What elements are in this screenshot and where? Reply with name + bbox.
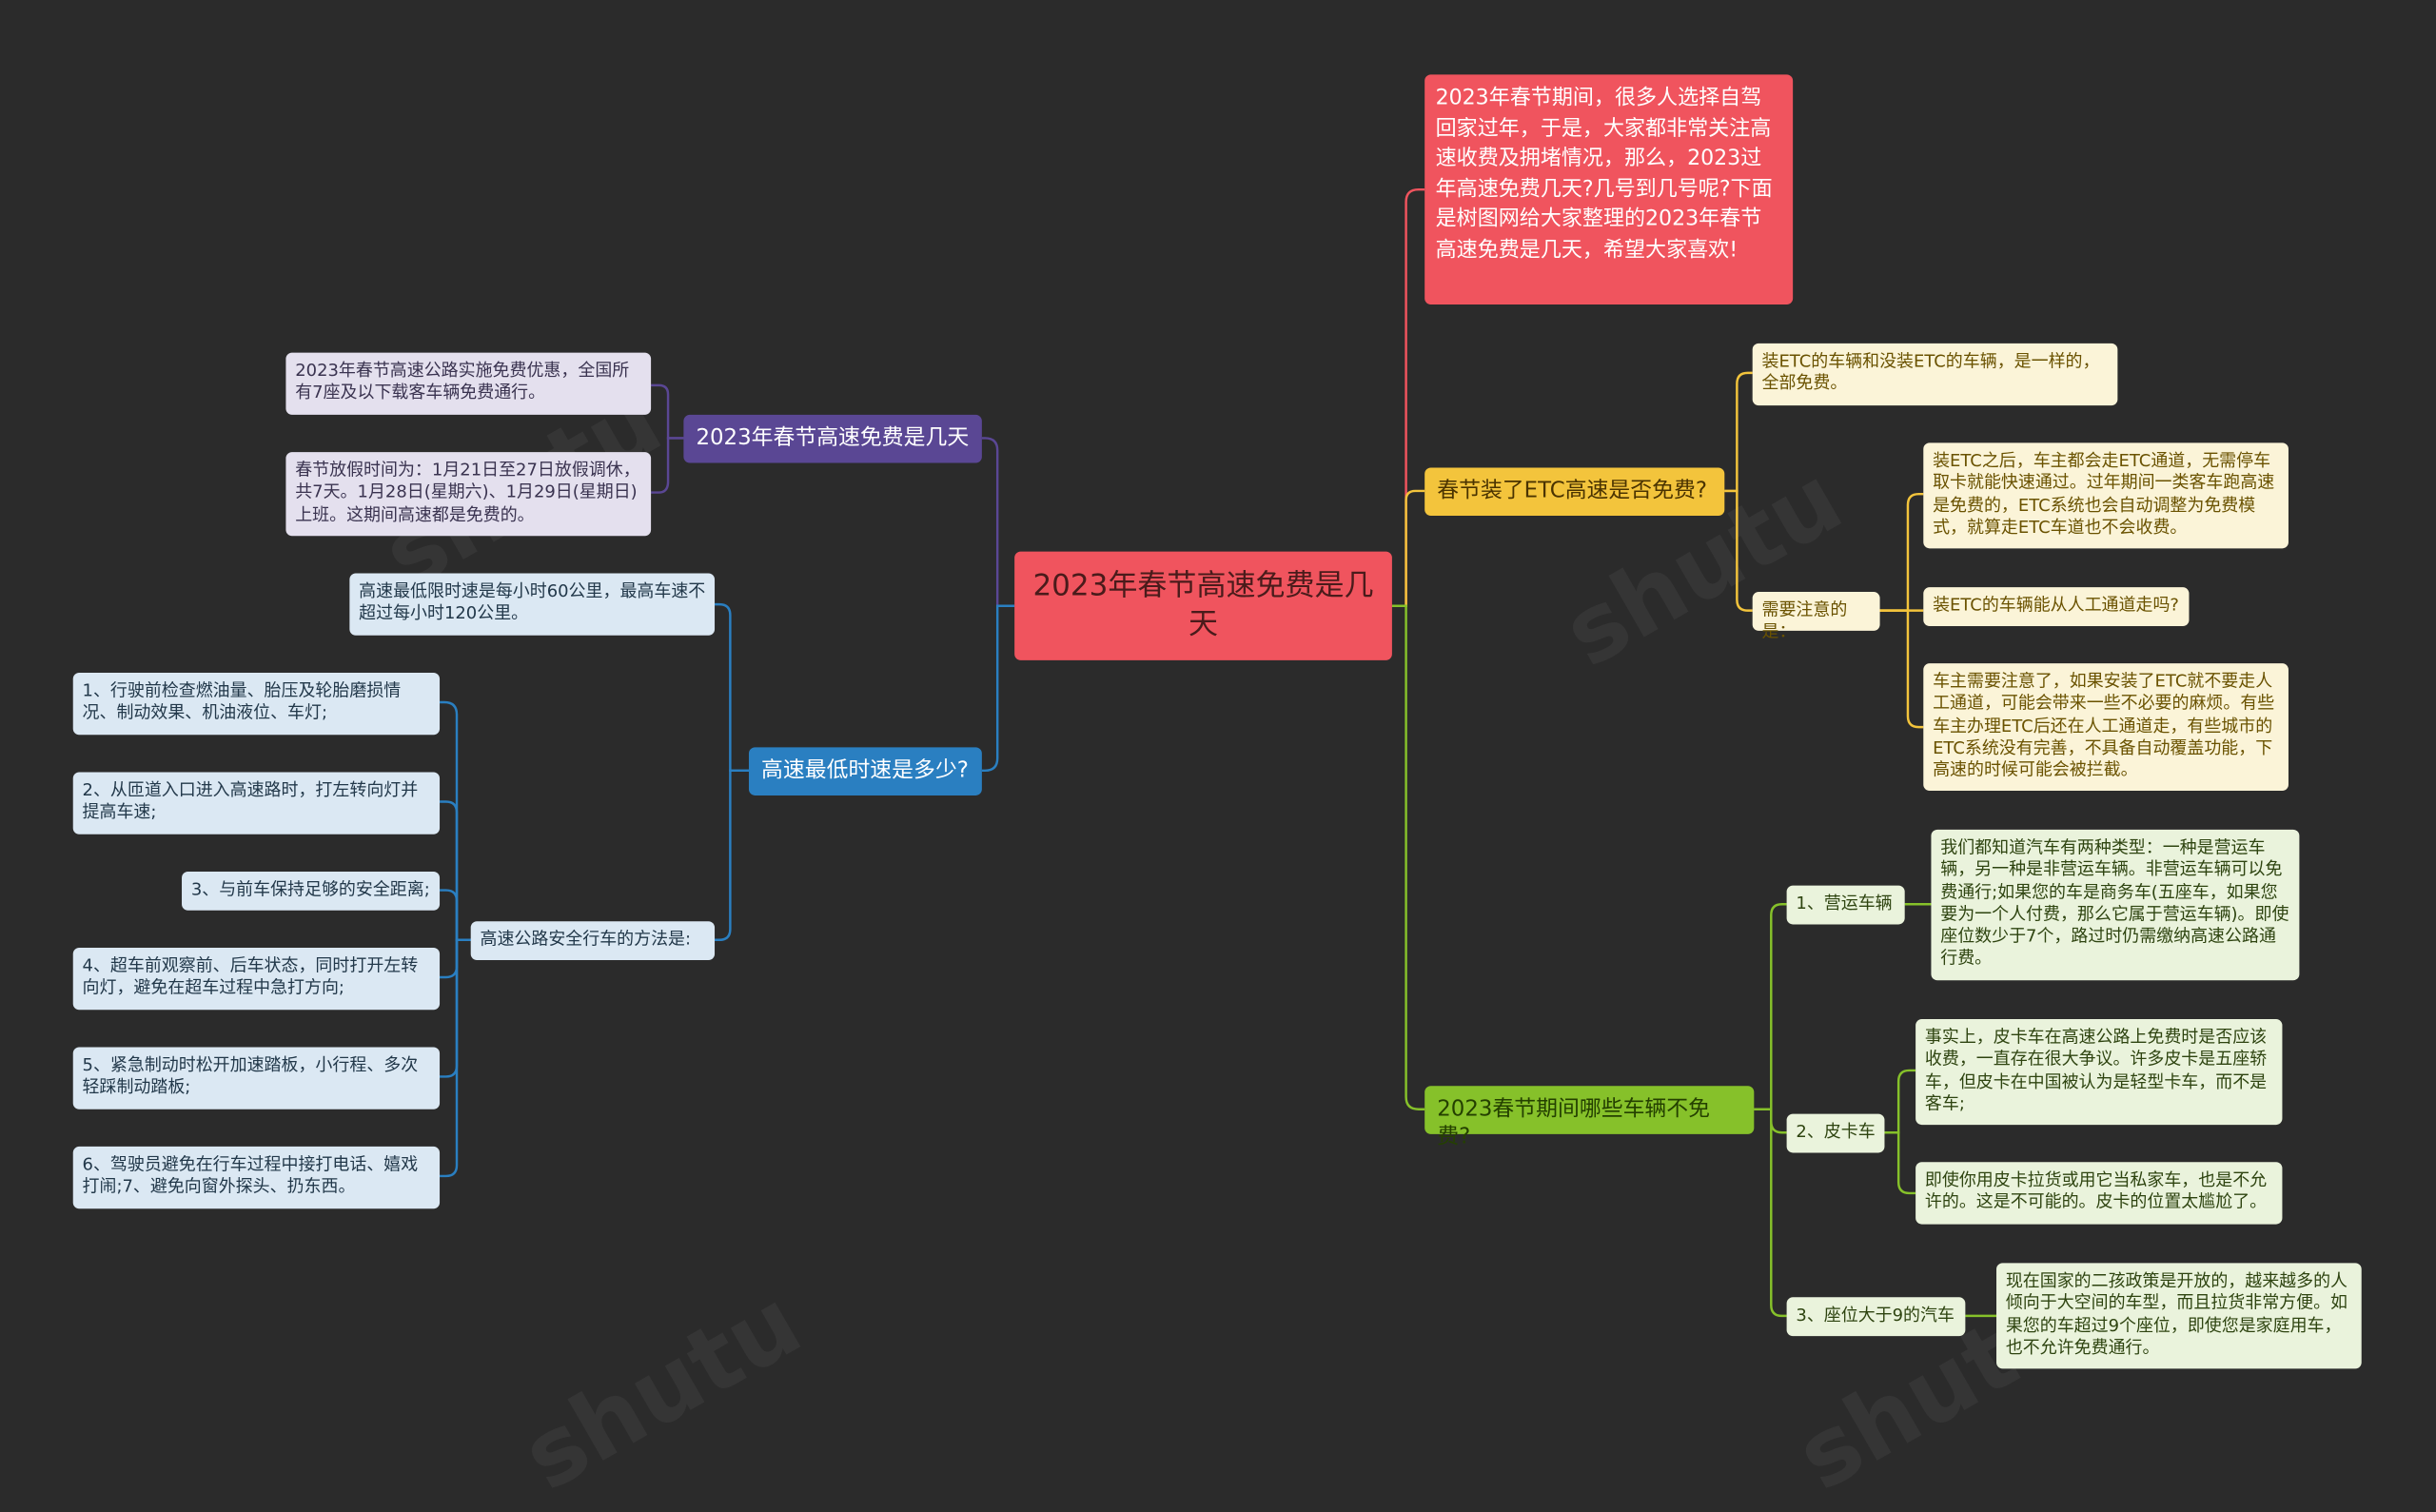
leaf-holiday-dates[interactable]: 春节放假时间为：1月21日至27日放假调休，共7天。1月28日(星期六)、1月2… (285, 452, 652, 537)
leaf-type-pickup-detail-1[interactable]: 事实上，皮卡车在高速公路上免费时是否应该收费，一直存在很大争议。许多皮卡是五座轿… (1915, 1019, 2283, 1126)
leaf-method-6[interactable]: 6、驾驶员避免在行车过程中接打电话、嬉戏打闹;7、避免向窗外探头、扔东西。 (72, 1146, 441, 1209)
leaf-etc-note-label[interactable]: 需要注意的是： (1752, 592, 1880, 642)
intro-text[interactable]: 2023年春节期间，很多人选择自驾回家过年，于是，大家都非常关注高速收费及拥堵情… (1424, 74, 1794, 305)
leaf-type-over-9-seats[interactable]: 3、座位大于9的汽车 (1786, 1297, 1966, 1337)
mindmap-canvas: shutu shutu shutu shutu (72, 74, 2362, 1512)
leaf-free-policy[interactable]: 2023年春节高速公路实施免费优惠，全国所有7座及以下载客车辆免费通行。 (285, 352, 652, 415)
leaf-method-4[interactable]: 4、超车前观察前、后车状态，同时打开左转向灯，避免在超车过程中急打方向; (72, 947, 441, 1011)
leaf-etc-note-2[interactable]: 装ETC的车辆能从人工通道走吗? (1923, 587, 2190, 626)
leaf-type-pickup-detail-2[interactable]: 即使你用皮卡拉货或用它当私家车，也是不允许的。这是不可能的。皮卡的位置太尴尬了。 (1915, 1162, 2283, 1225)
branch-etc-free[interactable]: 春节装了ETC高速是否免费? (1424, 467, 1725, 517)
leaf-method-2[interactable]: 2、从匝道入口进入高速路时，打左转向灯并提高车速; (72, 772, 441, 835)
leaf-type-pickup[interactable]: 2、皮卡车 (1786, 1113, 1885, 1153)
branch-free-days[interactable]: 2023年春节高速免费是几天 (683, 414, 982, 463)
leaf-speed-limit[interactable]: 高速最低限时速是每小时60公里，最高车速不超过每小时120公里。 (349, 573, 716, 636)
leaf-method-1[interactable]: 1、行驶前检查燃油量、胎压及轮胎磨损情况、制动效果、机油液位、车灯; (72, 672, 441, 736)
watermark-mark: shutu (505, 1268, 819, 1512)
leaf-type-operating[interactable]: 1、营运车辆 (1786, 885, 1905, 925)
branch-not-free-vehicles[interactable]: 2023春节期间哪些车辆不免费? (1424, 1086, 1755, 1150)
leaf-method-5[interactable]: 5、紧急制动时松开加速踏板，小行程、多次轻踩制动踏板; (72, 1047, 441, 1109)
branch-min-speed[interactable]: 高速最低时速是多少? (748, 747, 982, 795)
leaf-etc-same[interactable]: 装ETC的车辆和没装ETC的车辆，是一样的，全部免费。 (1752, 343, 2118, 406)
leaf-method-3[interactable]: 3、与前车保持足够的安全距离; (182, 871, 441, 911)
leaf-safety-methods-label[interactable]: 高速公路安全行车的方法是: (470, 921, 716, 961)
leaf-etc-note-1[interactable]: 装ETC之后，车主都会走ETC通道，无需停车取卡就能快速通过。过年期间一类客车跑… (1923, 442, 2289, 549)
leaf-type-operating-detail[interactable]: 我们都知道汽车有两种类型：一种是营运车辆，另一种是非营运车辆。非营运车辆可以免费… (1931, 829, 2300, 981)
leaf-type-over-9-seats-detail[interactable]: 现在国家的二孩政策是开放的，越来越多的人倾向于大空间的车型，而且拉货非常方便。如… (1996, 1263, 2362, 1369)
root-topic[interactable]: 2023年春节高速免费是几天 (1014, 551, 1392, 660)
leaf-etc-note-3[interactable]: 车主需要注意了，如果安装了ETC就不要走人工通道，可能会带来一些不必要的麻烦。有… (1923, 663, 2289, 792)
